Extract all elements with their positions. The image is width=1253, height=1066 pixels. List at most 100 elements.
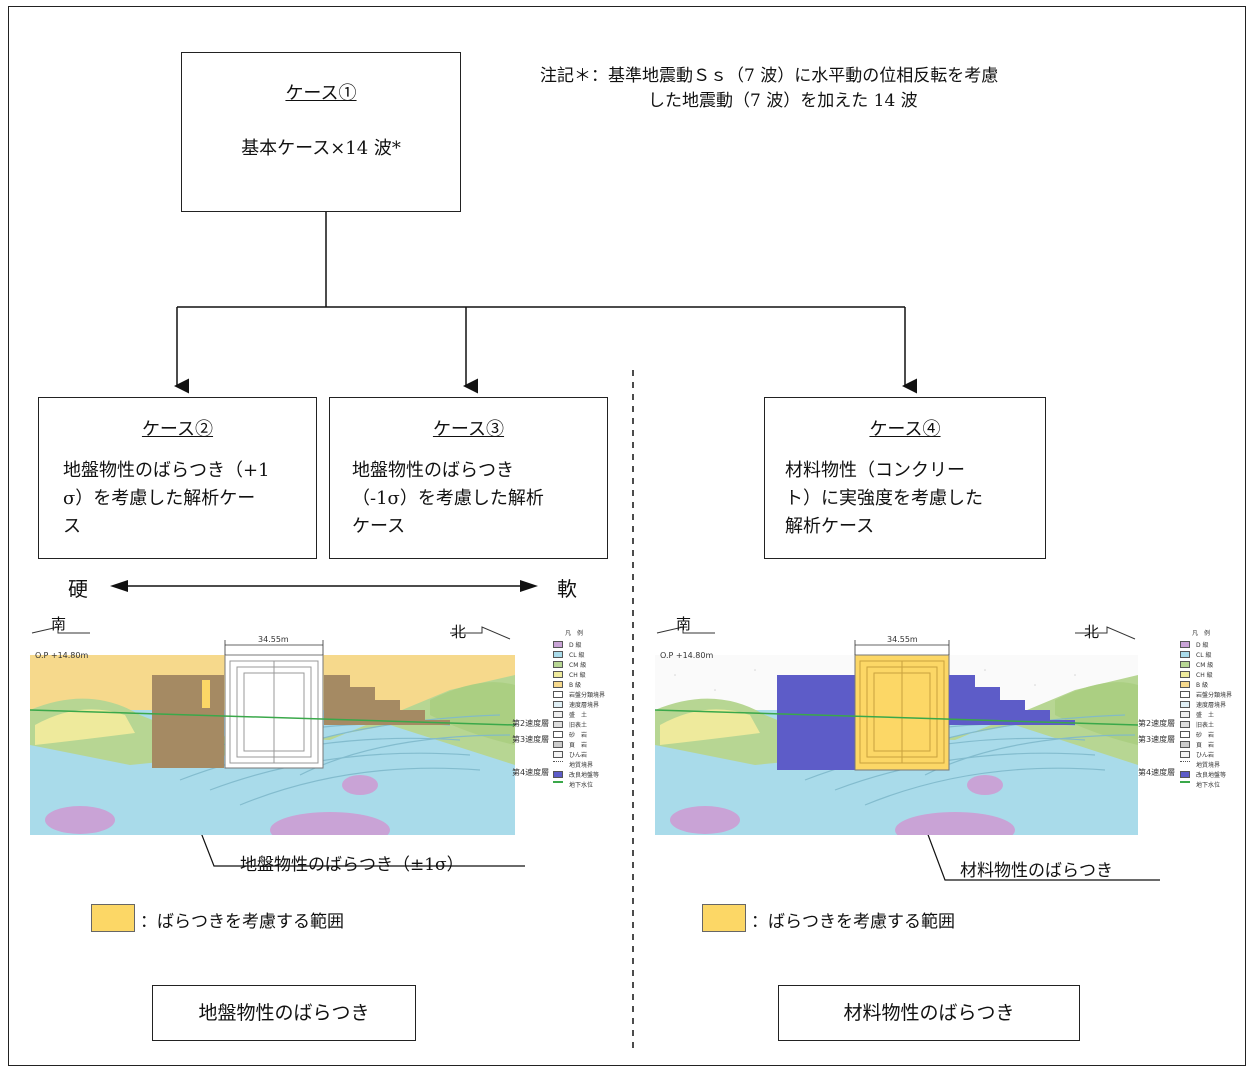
right-swatch-label: ：ばらつきを考慮する範囲 — [751, 912, 955, 932]
right-legend-label: 頁 岩 — [1196, 741, 1215, 749]
right-legend-title: 凡 例 — [1192, 630, 1211, 637]
right-cross-section: O.P +14.80m 34.55m — [655, 615, 1138, 835]
case2-title: ケース② — [141, 419, 214, 440]
left-legend-label: CL 級 — [569, 651, 585, 659]
case3-title: ケース③ — [432, 419, 505, 440]
right-legend-item: 地下水位 — [1180, 779, 1232, 789]
right-south-label: 南 — [676, 615, 692, 633]
left-variation-swatch — [91, 904, 135, 932]
left-legend-item: D 級 — [553, 639, 605, 649]
left-layer3: 第3速度層 — [512, 735, 550, 744]
left-cross-section: O.P +14.80m 34.55m — [30, 615, 515, 835]
left-legend-item: 速度層境界 — [553, 699, 605, 709]
left-layer4: 第4速度層 — [512, 768, 550, 777]
right-layer2: 第2速度層 — [1138, 719, 1176, 728]
left-legend-label: CH 級 — [569, 671, 586, 679]
left-legend-item: 地下水位 — [553, 779, 605, 789]
right-legend-item: 旧表土 — [1180, 719, 1232, 729]
case1-body: 基本ケース×14 波* — [241, 138, 401, 159]
right-legend-label: CL 級 — [1196, 651, 1212, 659]
left-legend-label: 改良地盤等 — [569, 771, 600, 779]
case3-line3: ケース — [352, 516, 406, 537]
left-legend-label: 砂 岩 — [569, 731, 588, 739]
case3-body: 地盤物性のばらつき （-1σ）を考慮した解析 ケース — [330, 457, 607, 541]
footnote-line1: 注記＊：基準地震動Ｓｓ（7 波）に水平動の位相反転を考慮 — [540, 66, 999, 86]
left-footer-label: 地盤物性のばらつき — [198, 1002, 370, 1024]
right-legend-item: D 級 — [1180, 639, 1232, 649]
left-legend-item: 旧表土 — [553, 719, 605, 729]
case4-title: ケース④ — [869, 419, 941, 440]
soft-label: 軟 — [557, 577, 577, 601]
right-callout: 材料物性のばらつき — [960, 861, 1113, 881]
right-legend-item: CM 級 — [1180, 659, 1232, 669]
footnote: 注記＊：基準地震動Ｓｓ（7 波）に水平動の位相反転を考慮 した地震動（7 波）を… — [540, 64, 998, 114]
right-legend-item: CH 級 — [1180, 669, 1232, 679]
case2-body: 地盤物性のばらつき（+1 σ）を考慮した解析ケー ス — [39, 457, 316, 541]
left-footer-box: 地盤物性のばらつき — [152, 985, 416, 1041]
right-north-label: 北 — [1084, 623, 1100, 641]
right-legend-item: 改良地盤等 — [1180, 769, 1232, 779]
right-legend-label: 速度層境界 — [1196, 701, 1227, 709]
case4-body: 材料物性（コンクリー ト）に実強度を考慮した 解析ケース — [765, 457, 1045, 541]
right-variation-swatch — [702, 904, 746, 932]
right-legend-item: ひん岩 — [1180, 749, 1232, 759]
right-legend: 凡 例 D 級 CL 級 CM 級 CH 級 B 級 岩盤分類境界 速度層境界 … — [1180, 628, 1232, 789]
left-callout: 地盤物性のばらつき（±1σ） — [240, 855, 464, 875]
case4-box: ケース④ 材料物性（コンクリー ト）に実強度を考慮した 解析ケース — [764, 397, 1046, 559]
right-layer3: 第3速度層 — [1138, 735, 1176, 744]
right-legend-item: 頁 岩 — [1180, 739, 1232, 749]
right-legend-label: 岩盤分類境界 — [1196, 691, 1233, 699]
left-legend-label: B 級 — [569, 681, 582, 689]
left-legend-item: 改良地盤等 — [553, 769, 605, 779]
left-legend-item: CM 級 — [553, 659, 605, 669]
left-elevation: O.P +14.80m — [35, 651, 89, 660]
left-legend-item: 頁 岩 — [553, 739, 605, 749]
footnote-line2: した地震動（7 波）を加えた 14 波 — [648, 91, 918, 111]
left-legend-label: 速度層境界 — [569, 701, 600, 709]
left-legend-label: 盛 土 — [569, 711, 588, 719]
left-legend-label: 地質境界 — [569, 761, 594, 769]
left-legend-item: ひん岩 — [553, 749, 605, 759]
left-legend-title: 凡 例 — [565, 630, 584, 637]
right-width-label: 34.55m — [887, 635, 918, 644]
case2-line2: σ）を考慮した解析ケー — [63, 488, 256, 509]
case3-line2: （-1σ）を考慮した解析 — [352, 488, 544, 509]
right-legend-item: 地質境界 — [1180, 759, 1232, 769]
left-legend-label: 旧表土 — [569, 721, 588, 729]
right-layer4: 第4速度層 — [1138, 768, 1176, 777]
left-legend-label: ひん岩 — [569, 751, 588, 759]
right-legend-item: 岩盤分類境界 — [1180, 689, 1232, 699]
right-footer-label: 材料物性のばらつき — [843, 1002, 1015, 1024]
right-section-drawing — [655, 626, 1138, 835]
left-legend-label: 岩盤分類境界 — [569, 691, 606, 699]
case2-box: ケース② 地盤物性のばらつき（+1 σ）を考慮した解析ケー ス — [38, 397, 317, 559]
case4-line3: 解析ケース — [785, 516, 875, 537]
left-legend-item: B 級 — [553, 679, 605, 689]
case1-box: ケース① 基本ケース×14 波* — [181, 52, 461, 212]
left-swatch-label: ：ばらつきを考慮する範囲 — [140, 912, 344, 932]
left-south-label: 南 — [51, 615, 67, 633]
left-layer2: 第2速度層 — [512, 719, 550, 728]
right-legend-item: B 級 — [1180, 679, 1232, 689]
right-legend-label: 砂 岩 — [1196, 731, 1215, 739]
right-legend-label: CM 級 — [1196, 661, 1214, 669]
right-legend-item: 盛 土 — [1180, 709, 1232, 719]
right-footer-box: 材料物性のばらつき — [778, 985, 1080, 1041]
right-elevation: O.P +14.80m — [660, 651, 714, 660]
right-legend-label: 旧表土 — [1196, 721, 1215, 729]
left-legend-label: 地下水位 — [569, 781, 594, 789]
left-section-drawing — [30, 626, 515, 835]
right-legend-label: ひん岩 — [1196, 751, 1215, 759]
left-legend: 凡 例 D 級 CL 級 CM 級 CH 級 B 級 岩盤分類境界 速度層境界 … — [553, 628, 605, 789]
case1-title: ケース① — [285, 83, 357, 104]
case3-box: ケース③ 地盤物性のばらつき （-1σ）を考慮した解析 ケース — [329, 397, 608, 559]
right-legend-item: 砂 岩 — [1180, 729, 1232, 739]
left-width-label: 34.55m — [258, 635, 289, 644]
case3-line1: 地盤物性のばらつき — [352, 460, 514, 481]
case4-line2: ト）に実強度を考慮した — [785, 488, 983, 509]
left-north-label: 北 — [451, 623, 467, 641]
left-legend-item: CH 級 — [553, 669, 605, 679]
left-legend-label: D 級 — [569, 641, 582, 649]
right-legend-item: CL 級 — [1180, 649, 1232, 659]
